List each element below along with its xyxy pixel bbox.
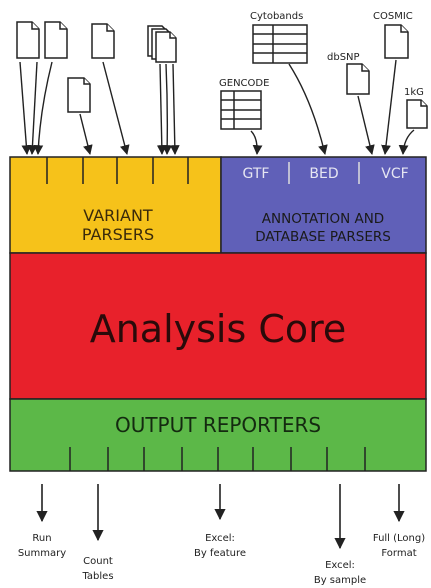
input-file-icon (91, 23, 115, 59)
onekg-label: 1kG (404, 87, 424, 98)
cosmic-label: COSMIC (373, 11, 413, 22)
cytobands-table-icon (252, 24, 308, 64)
gencode-table-icon (220, 90, 262, 130)
arrow-icon (102, 61, 130, 155)
input-file-icon (16, 21, 40, 59)
excel-sample-label-2: By sample (314, 575, 366, 586)
vcf-label: VCF (381, 166, 408, 182)
run-summary-label-1: Run (32, 533, 51, 544)
dbsnp-file-icon (346, 63, 370, 95)
gtf-label: GTF (243, 166, 270, 182)
arrow-icon (156, 63, 167, 155)
bed-label: BED (309, 166, 338, 182)
arrow-icon (33, 61, 53, 155)
arrow-icon (288, 63, 328, 155)
full-format-label-1: Full (Long) (373, 533, 425, 544)
excel-sample-label-1: Excel: (325, 560, 355, 571)
cytobands-label: Cytobands (250, 11, 303, 22)
arrow-icon (398, 129, 415, 155)
gencode-label: GENCODE (219, 78, 269, 89)
reporter-ticks (69, 447, 366, 471)
output-reporters-label: OUTPUT REPORTERS (115, 413, 321, 437)
arrow-icon (169, 63, 180, 155)
annotation-parsers-label-2: DATABASE PARSERS (255, 229, 391, 245)
variant-parsers-label-1: VARIANT (83, 206, 153, 225)
dbsnp-label: dbSNP (327, 52, 360, 63)
output-arrows (36, 484, 405, 550)
excel-feature-label-2: By feature (194, 548, 246, 559)
input-file-icon (44, 21, 68, 59)
run-summary-label-2: Summary (18, 548, 66, 559)
output-labels: Run Summary Count Tables Excel: By featu… (18, 533, 425, 586)
input-file-icon (67, 77, 91, 113)
variant-parsers-block (9, 156, 222, 254)
count-tables-label-2: Tables (81, 571, 113, 582)
full-format-label-2: Format (381, 548, 416, 559)
annotation-dividers (288, 162, 360, 184)
arrow-icon (162, 63, 173, 155)
analysis-core-label: Analysis Core (90, 307, 347, 351)
arrow-icon (79, 113, 93, 155)
arrow-icon (27, 61, 38, 155)
input-arrows (19, 59, 415, 155)
stacked-files-icon (147, 25, 177, 63)
annotation-parsers-label-1: ANNOTATION AND (262, 211, 384, 227)
excel-feature-label-1: Excel: (205, 533, 235, 544)
count-tables-label-1: Count (83, 556, 113, 567)
variant-parser-ticks (46, 157, 189, 184)
onekg-file-icon (406, 99, 428, 129)
variant-parsers-label-2: PARSERS (82, 225, 154, 244)
arrow-icon (250, 130, 263, 155)
analysis-core-block (9, 252, 427, 400)
arrow-icon (357, 95, 375, 155)
annotation-parsers-block (220, 156, 427, 254)
arrow-icon (381, 59, 397, 155)
arrow-icon (19, 61, 32, 155)
cosmic-file-icon (384, 24, 409, 59)
